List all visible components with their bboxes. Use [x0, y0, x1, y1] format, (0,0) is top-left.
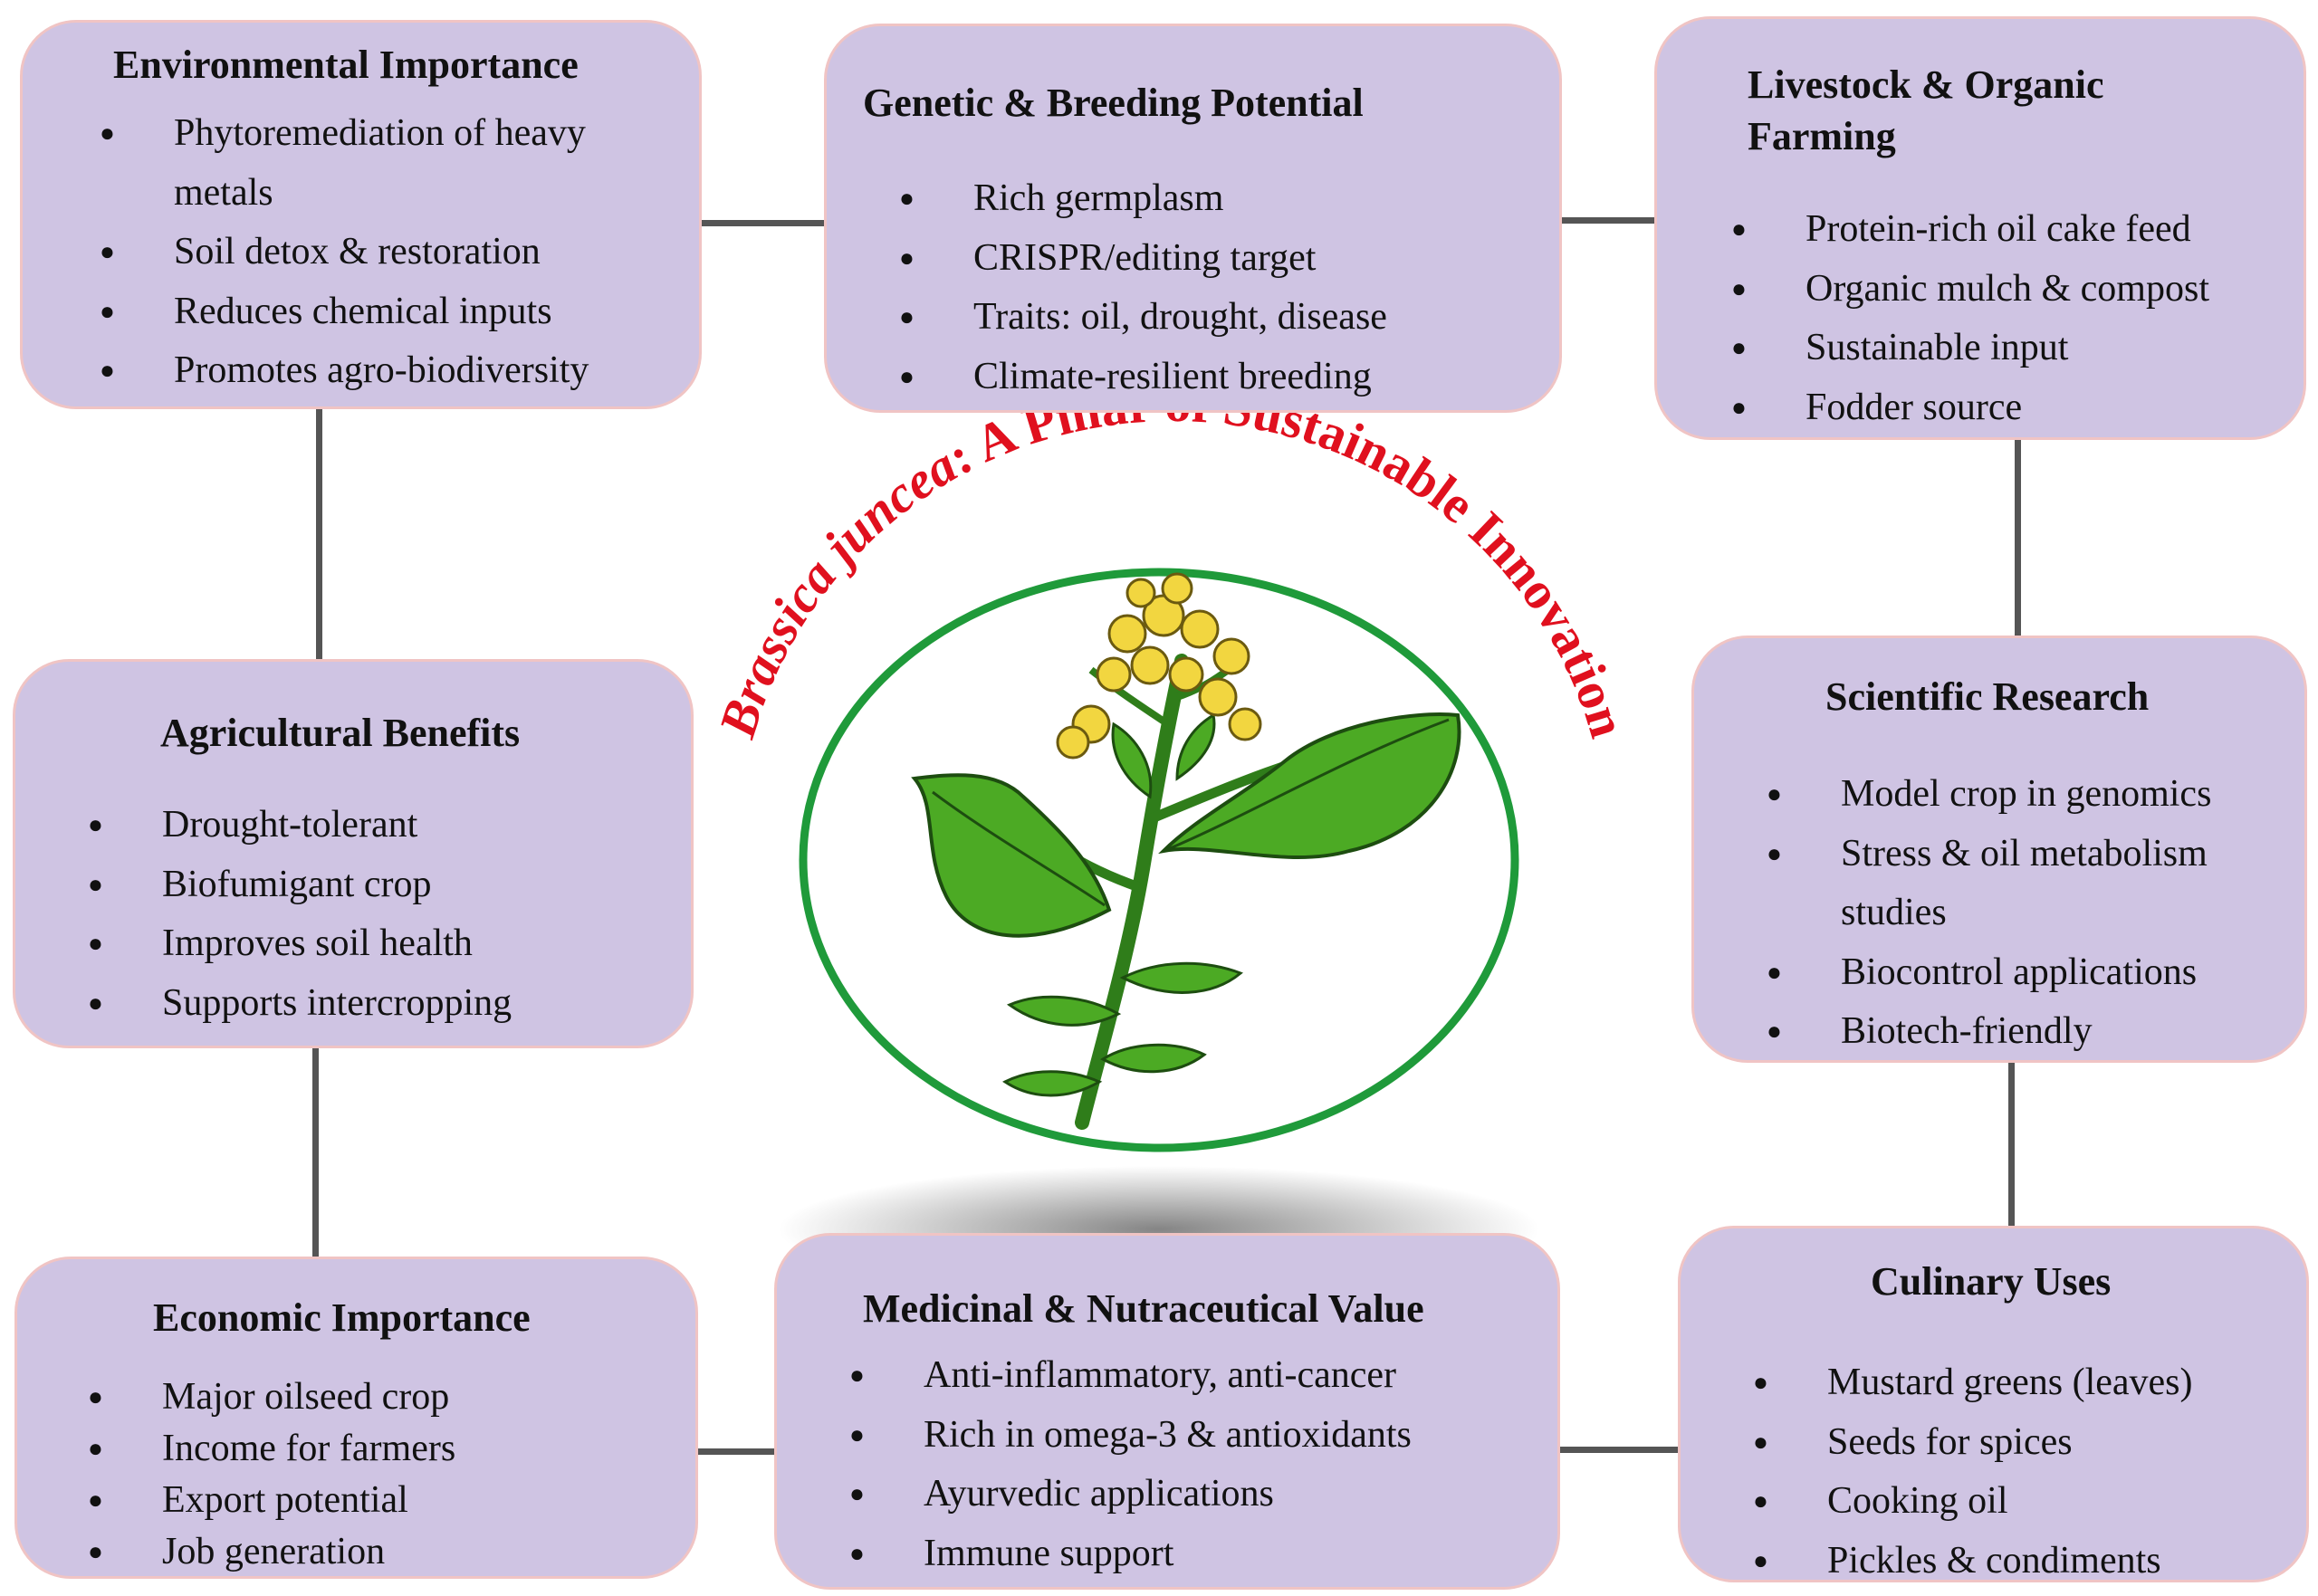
- connector-scientific-culinary: [2008, 1063, 2015, 1226]
- list-item: Reduces chemical inputs: [100, 282, 679, 342]
- list-item: Sustainable input: [1731, 319, 2302, 378]
- list-item: Immune support: [849, 1524, 1547, 1584]
- list-item: Major oilseed crop: [88, 1371, 685, 1423]
- genetic-list: Rich germplasm CRISPR/editing target Tra…: [899, 169, 1551, 406]
- list-item: Anti-inflammatory, anti-cancer: [849, 1346, 1547, 1406]
- list-item: Fodder source: [1731, 378, 2302, 438]
- connector-environmental-genetic: [702, 220, 824, 226]
- connector-medicinal-culinary: [1560, 1447, 1678, 1453]
- connector-livestock-scientific: [2015, 440, 2021, 636]
- list-item: Protein-rich oil cake feed: [1731, 200, 2302, 260]
- economic-title: Economic Importance: [153, 1295, 531, 1340]
- culinary-box: Culinary Uses Mustard greens (leaves) Se…: [1678, 1226, 2309, 1591]
- medicinal-list: Anti-inflammatory, anti-cancer Rich in o…: [849, 1346, 1547, 1583]
- connector-environmental-agricultural: [316, 409, 322, 659]
- list-item: Improves soil health: [88, 914, 667, 974]
- list-item: Stress & oil metabolism studies: [1767, 825, 2301, 943]
- list-item: Phytoremediation of heavy metals: [100, 104, 679, 223]
- list-item: Promotes agro-biodiversity: [100, 341, 679, 401]
- economic-list: Major oilseed crop Income for farmers Ex…: [88, 1371, 685, 1578]
- list-item: Rich germplasm: [899, 169, 1551, 229]
- list-item: Income for farmers: [88, 1423, 685, 1475]
- livestock-box: Livestock & Organic Farming Protein-rich…: [1654, 16, 2306, 440]
- connector-economic-medicinal: [698, 1448, 774, 1455]
- list-item: Rich in omega-3 & antioxidants: [849, 1406, 1547, 1466]
- list-item: Model crop in genomics: [1767, 765, 2301, 825]
- list-item: Job generation: [88, 1526, 685, 1578]
- culinary-title: Culinary Uses: [1871, 1259, 2112, 1304]
- scientific-title: Scientific Research: [1825, 674, 2150, 719]
- list-item: Ayurvedic applications: [849, 1465, 1547, 1524]
- list-item: CRISPR/editing target: [899, 229, 1551, 289]
- list-item: Climate-resilient breeding: [899, 348, 1551, 407]
- list-item: Drought-tolerant: [88, 796, 667, 855]
- list-item: Cooking oil: [1753, 1472, 2305, 1532]
- culinary-list: Mustard greens (leaves) Seeds for spices…: [1753, 1353, 2305, 1591]
- list-item: Biofumigant crop: [88, 855, 667, 915]
- environmental-list: Phytoremediation of heavy metals Soil de…: [100, 104, 679, 401]
- list-item: Biocontrol applications: [1767, 943, 2301, 1003]
- livestock-title: Livestock & Organic Farming: [1748, 62, 2104, 158]
- genetic-box: Genetic & Breeding Potential Rich germpl…: [824, 24, 1562, 413]
- list-item: Traits: oil, drought, disease: [899, 288, 1551, 348]
- list-item: Pickles & condiments: [1753, 1532, 2305, 1591]
- list-item: Organic mulch & compost: [1731, 260, 2302, 320]
- scientific-list: Model crop in genomics Stress & oil meta…: [1767, 765, 2301, 1062]
- emblem-ring: [799, 568, 1519, 1152]
- economic-box: Economic Importance Major oilseed crop I…: [14, 1257, 698, 1579]
- connector-genetic-livestock: [1562, 217, 1654, 224]
- medicinal-title: Medicinal & Nutraceutical Value: [863, 1286, 1424, 1331]
- medicinal-box: Medicinal & Nutraceutical Value Anti-inf…: [774, 1233, 1560, 1590]
- list-item: Mustard greens (leaves): [1753, 1353, 2305, 1413]
- scientific-box: Scientific Research Model crop in genomi…: [1691, 636, 2307, 1063]
- list-item: Soil detox & restoration: [100, 223, 679, 282]
- environmental-title: Environmental Importance: [113, 43, 579, 87]
- environmental-box: Environmental Importance Phytoremediatio…: [20, 20, 702, 409]
- genetic-title: Genetic & Breeding Potential: [863, 81, 1364, 125]
- agricultural-box: Agricultural Benefits Drought-tolerant B…: [13, 659, 694, 1048]
- list-item: Export potential: [88, 1475, 685, 1526]
- connector-agricultural-economic: [312, 1048, 319, 1257]
- mustard-plant-illustration: [911, 572, 1461, 1130]
- list-item: Biotech-friendly: [1767, 1002, 2301, 1062]
- agricultural-list: Drought-tolerant Biofumigant crop Improv…: [88, 796, 667, 1033]
- list-item: Supports intercropping: [88, 974, 667, 1034]
- livestock-list: Protein-rich oil cake feed Organic mulch…: [1731, 200, 2302, 437]
- agricultural-title: Agricultural Benefits: [160, 711, 521, 755]
- list-item: Seeds for spices: [1753, 1413, 2305, 1473]
